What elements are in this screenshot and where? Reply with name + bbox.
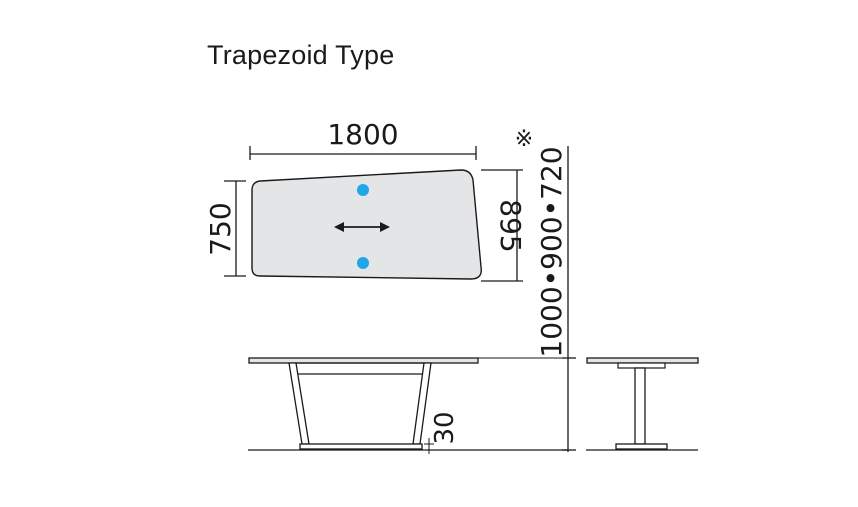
wiring-port-dot: [357, 184, 369, 196]
short-depth-dimension: 750: [204, 180, 246, 277]
base-plate: [299, 443, 423, 450]
long-depth-label: 895: [494, 199, 527, 252]
top-thickness-label: 30: [430, 411, 460, 444]
width-label: 1800: [327, 118, 398, 151]
wiring-port-dot: [357, 257, 369, 269]
top-view: [251, 169, 482, 280]
tabletop-side: [586, 357, 699, 364]
tabletop-plan: [251, 169, 482, 280]
width-dimension: 1800: [249, 118, 477, 160]
table-leg: [634, 367, 646, 445]
tabletop-side: [248, 357, 479, 364]
reference-mark-icon: ※: [515, 127, 533, 152]
side-elevation: [586, 357, 699, 451]
double-arrow-icon: [334, 222, 390, 232]
diagram-title: Trapezoid Type: [207, 40, 395, 70]
height-options-label: 1000•900•720: [535, 146, 568, 357]
long-depth-dimension: 895: [481, 169, 527, 282]
short-depth-label: 750: [204, 202, 237, 255]
front-elevation: 30: [248, 357, 568, 454]
base-plate: [615, 443, 668, 450]
leg-bracket: [617, 362, 666, 369]
table-leg: [288, 362, 310, 445]
height-dimension: ※ 1000•900•720: [515, 127, 576, 452]
table-leg: [412, 362, 432, 445]
